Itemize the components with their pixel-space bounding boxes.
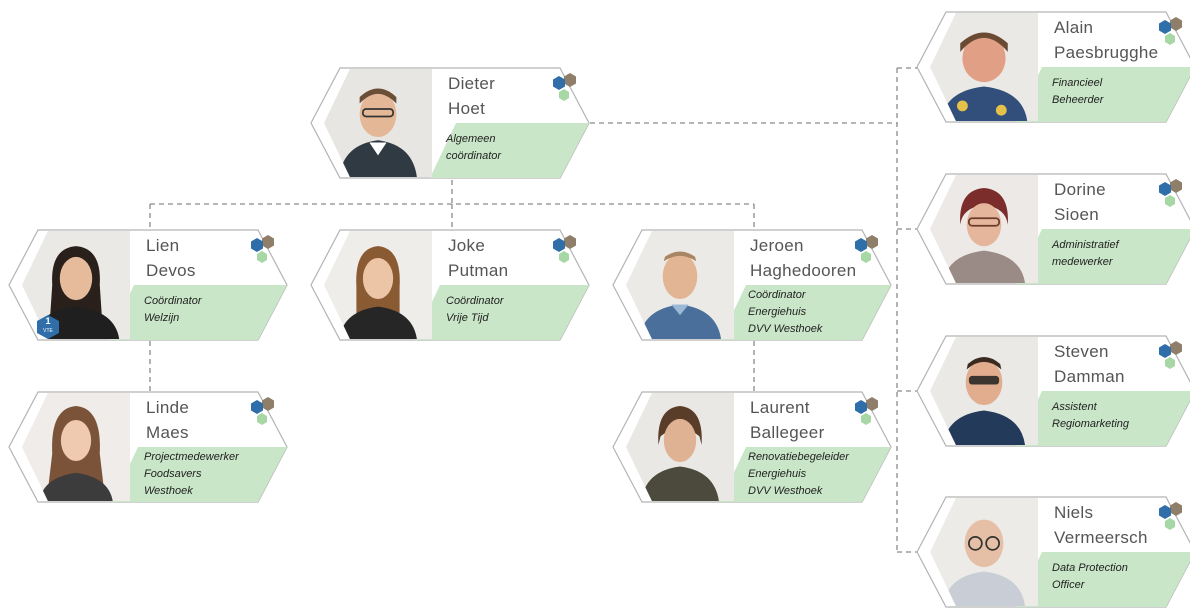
hexagon-cluster-icon [1159, 502, 1182, 530]
person-photo [626, 393, 734, 501]
hexagon-cluster-icon [553, 235, 576, 263]
fte-badge-number: 1 [45, 316, 51, 326]
person-photo [930, 13, 1038, 121]
hexagon-cluster-icon [855, 235, 878, 263]
hexagon-cluster-icon [251, 235, 274, 263]
person-photo [22, 393, 130, 501]
fte-badge-label: VTE [43, 328, 53, 334]
hexagon-cluster-icon [553, 73, 576, 101]
hexagon-cluster-icon [251, 397, 274, 425]
role-band [430, 123, 589, 178]
person-photo [324, 69, 432, 177]
hexagon-cluster-icon [1159, 17, 1182, 45]
person-photo [930, 337, 1038, 445]
hexagon-cluster-icon [1159, 341, 1182, 369]
person-photo [930, 498, 1038, 606]
person-photo [626, 231, 734, 339]
person-photo [930, 175, 1038, 283]
person-photo [324, 231, 432, 339]
hexagon-cluster-icon [1159, 179, 1182, 207]
fte-badge-hexagon [37, 315, 59, 339]
hexagon-cluster-icon [855, 397, 878, 425]
